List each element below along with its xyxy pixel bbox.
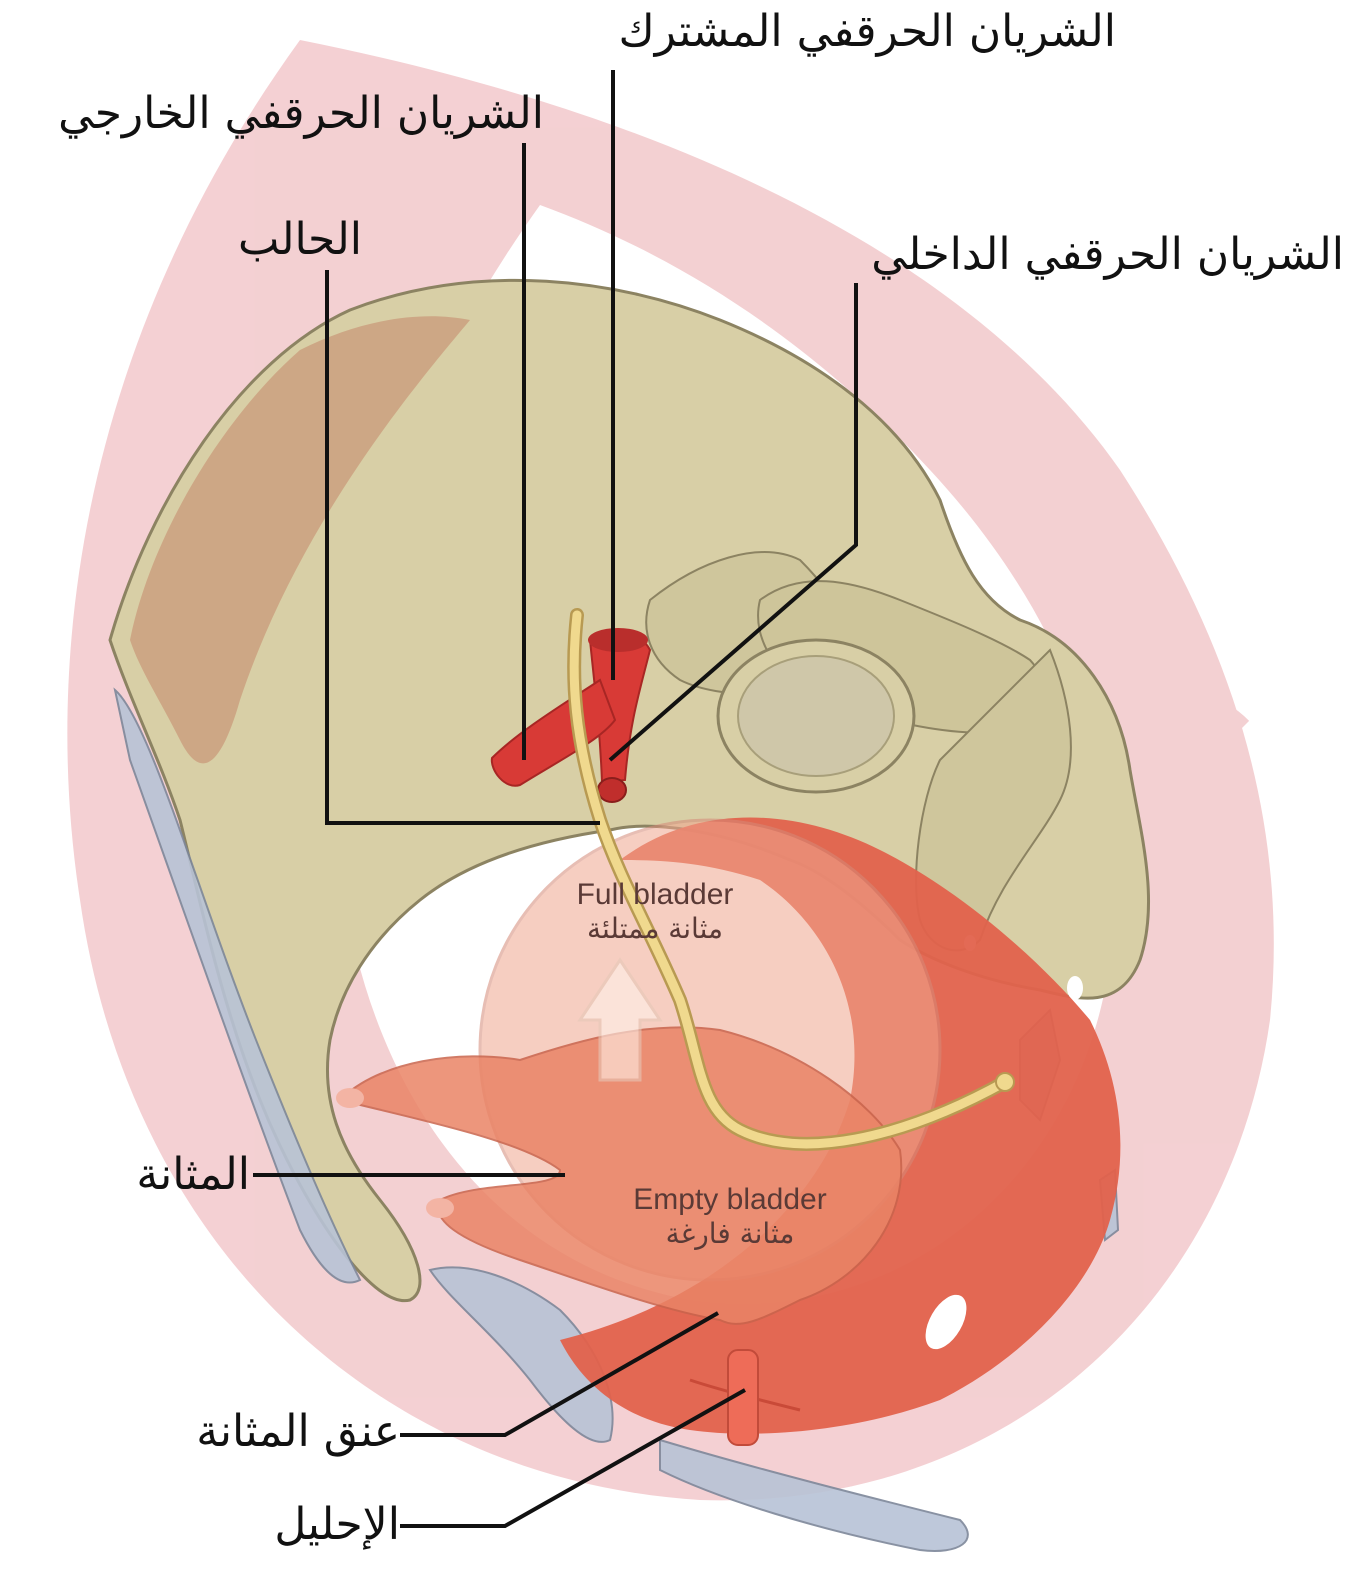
label-urethra: الإحليل [274,1503,400,1547]
label-ureter: الحالب [238,218,362,262]
label-internal-iliac-artery: الشريان الحرقفي الداخلي [871,233,1344,277]
empty-bladder-caption: Empty bladder مثانة فارغة [600,1183,860,1250]
full-bladder-label-en: Full bladder [535,878,775,913]
empty-bladder-label-ar: مثانة فارغة [600,1218,860,1250]
label-bladder-neck: عنق المثانة [196,1410,400,1454]
label-external-iliac-artery: الشريان الحرقفي الخارجي [58,92,544,136]
label-bladder: المثانة [136,1153,250,1197]
label-common-iliac-artery: الشريان الحرقفي المشترك [618,10,1116,54]
empty-bladder-label-en: Empty bladder [600,1183,860,1218]
full-bladder-caption: Full bladder مثانة ممتلئة [535,878,775,945]
full-bladder-label-ar: مثانة ممتلئة [535,913,775,945]
